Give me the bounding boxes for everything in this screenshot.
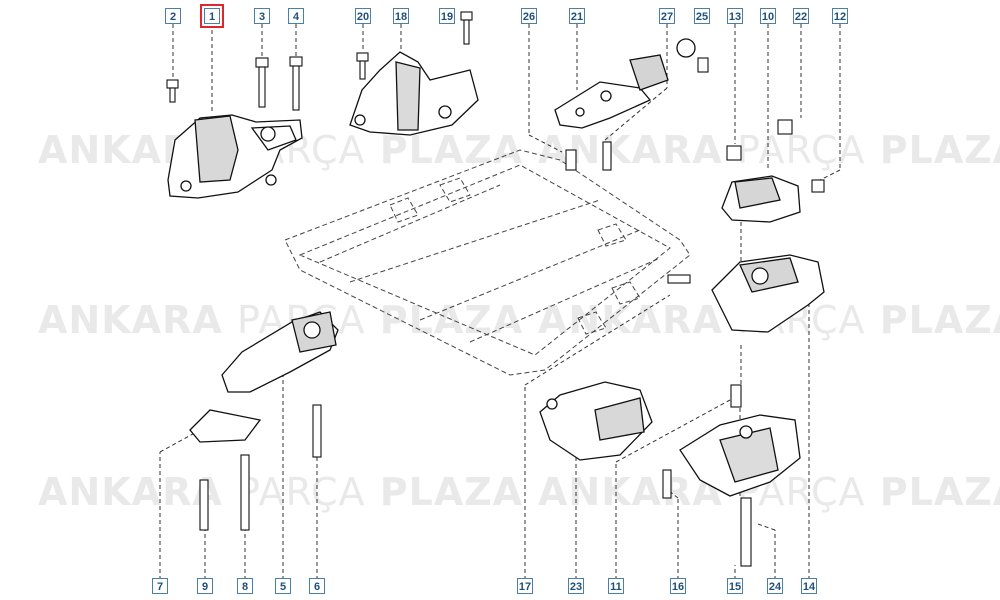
part-label[interactable]: 20 — [355, 8, 371, 24]
part-label[interactable]: 5 — [275, 578, 291, 594]
part-label[interactable]: 18 — [393, 8, 409, 24]
part-label-selected[interactable]: 1 — [200, 4, 224, 28]
part-label[interactable]: 14 — [801, 578, 817, 594]
part-label[interactable]: 7 — [152, 578, 168, 594]
part-label[interactable]: 6 — [309, 578, 325, 594]
part-label[interactable]: 26 — [521, 8, 537, 24]
part-label[interactable]: 13 — [727, 8, 743, 24]
part-label[interactable]: 11 — [608, 578, 624, 594]
part-label[interactable]: 12 — [832, 8, 848, 24]
part-label[interactable]: 9 — [197, 578, 213, 594]
part-label[interactable]: 21 — [569, 8, 585, 24]
part-label[interactable]: 16 — [670, 578, 686, 594]
part-label[interactable]: 23 — [568, 578, 584, 594]
part-label[interactable]: 24 — [767, 578, 783, 594]
part-label[interactable]: 19 — [439, 8, 455, 24]
part-label[interactable]: 10 — [760, 8, 776, 24]
part-label[interactable]: 2 — [165, 8, 181, 24]
part-label[interactable]: 17 — [517, 578, 533, 594]
watermark: ANKARA PARÇA PLAZA — [538, 470, 1000, 514]
part-label[interactable]: 3 — [254, 8, 270, 24]
part-label[interactable]: 4 — [288, 8, 304, 24]
part-label[interactable]: 22 — [793, 8, 809, 24]
watermark: ANKARA PARÇA PLAZA — [38, 470, 524, 514]
part-label[interactable]: 25 — [694, 8, 710, 24]
part-label[interactable]: 15 — [727, 578, 743, 594]
part-label[interactable]: 8 — [237, 578, 253, 594]
part-label[interactable]: 27 — [659, 8, 675, 24]
